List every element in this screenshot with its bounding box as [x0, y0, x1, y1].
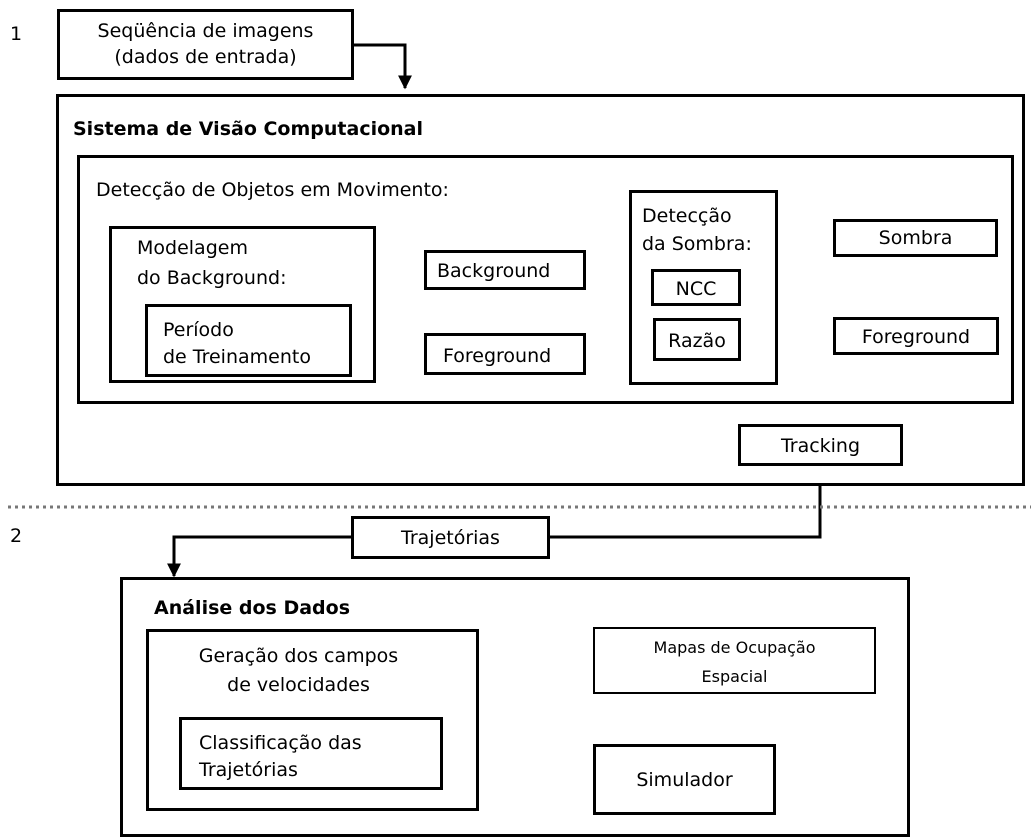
training-period-line1: Período [163, 319, 234, 341]
line-tracking-to-trajectories [550, 466, 822, 539]
foreground-out-box: Foreground [833, 317, 999, 355]
classification-line2: Trajetórias [199, 759, 298, 781]
trajectories-box: Trajetórias [351, 516, 550, 559]
foreground-label: Foreground [443, 345, 552, 367]
arrow-input-to-vision [354, 43, 412, 90]
background-label: Background [437, 260, 551, 282]
trajectories-label: Trajetórias [401, 527, 500, 549]
vision-system-title: Sistema de Visão Computacional [73, 118, 424, 140]
razao-box: Razão [653, 318, 741, 361]
simulator-box: Simulador [593, 744, 776, 815]
classification-line1: Classificação das [199, 732, 362, 754]
occupancy-maps-line2: Espacial [701, 667, 768, 686]
razao-label: Razão [668, 330, 726, 352]
training-period-box: Período de Treinamento [145, 304, 352, 377]
shadow-detection-line2: da Sombra: [642, 233, 752, 255]
background-model-line2: do Background: [137, 267, 287, 289]
background-model-line1: Modelagem [137, 237, 248, 259]
detection-title: Detecção de Objetos em Movimento: [96, 179, 449, 201]
tracking-label: Tracking [780, 435, 861, 457]
data-analysis-title: Análise dos Dados [154, 597, 351, 619]
tracking-box: Tracking [738, 424, 903, 466]
sombra-label: Sombra [878, 227, 953, 249]
background-box: Background [424, 250, 586, 290]
arrow-trajectories-to-analysis [167, 535, 351, 578]
ncc-label: NCC [675, 278, 717, 300]
shadow-detection-line1: Detecção [642, 205, 732, 227]
occupancy-maps-box: Mapas de Ocupação Espacial [593, 627, 876, 694]
classification-box: Classificação das Trajetórias [179, 717, 443, 790]
input-line1: Seqüência de imagens [97, 20, 314, 42]
input-line2: (dados de entrada) [114, 46, 297, 68]
foreground-box: Foreground [424, 333, 586, 375]
foreground-out-label: Foreground [861, 326, 971, 348]
sombra-box: Sombra [833, 219, 998, 257]
velocity-fields-line1: Geração dos campos [198, 645, 399, 667]
input-box: Seqüência de imagens (dados de entrada) [57, 9, 354, 80]
occupancy-maps-line1: Mapas de Ocupação [653, 638, 816, 657]
stage-number-2: 2 [10, 525, 23, 547]
simulator-label: Simulador [636, 769, 733, 791]
ncc-box: NCC [651, 269, 741, 306]
velocity-fields-line2: de velocidades [227, 674, 370, 696]
stage-number-1: 1 [10, 23, 23, 45]
training-period-line2: de Treinamento [163, 346, 311, 368]
